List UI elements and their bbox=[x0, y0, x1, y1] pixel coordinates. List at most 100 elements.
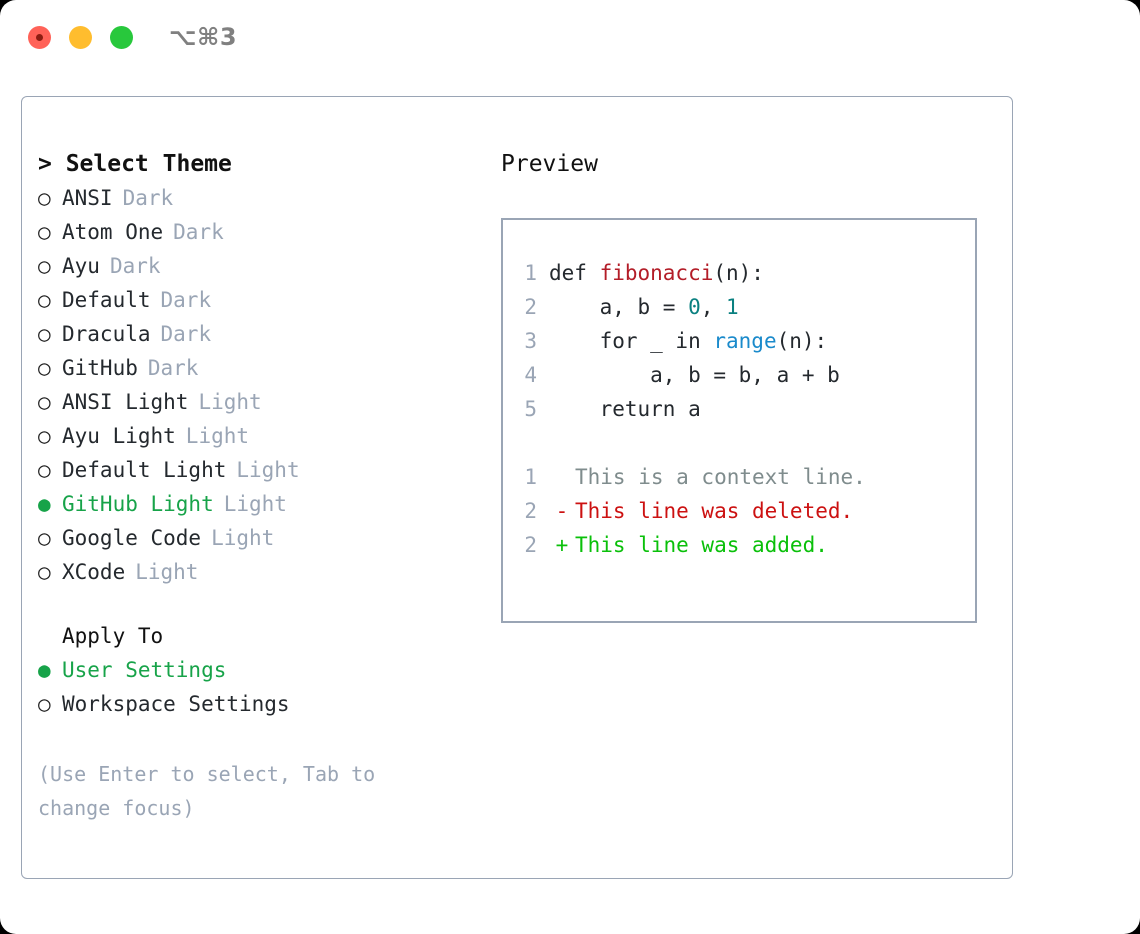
maximize-window-button[interactable] bbox=[110, 26, 133, 49]
radio-selected-icon: ● bbox=[38, 658, 51, 682]
traffic-lights bbox=[28, 26, 133, 49]
close-window-button[interactable] bbox=[28, 26, 51, 49]
radio-unselected-icon: ○ bbox=[38, 186, 51, 210]
theme-option-label: Ayu bbox=[62, 254, 100, 278]
theme-option-label: GitHub bbox=[62, 356, 138, 380]
code-diff-separator bbox=[503, 426, 975, 460]
code-token: a, b = b, a + b bbox=[549, 363, 840, 387]
theme-variant-badge: Light bbox=[198, 390, 262, 414]
diff-line-deleted: 2-This line was deleted. bbox=[503, 494, 975, 528]
radio-unselected-icon: ○ bbox=[38, 458, 51, 482]
apply-to-header-row: ○ Apply To bbox=[38, 619, 488, 653]
theme-option-label: Atom One bbox=[62, 220, 164, 244]
code-token: (n): bbox=[776, 329, 828, 353]
apply-to-option-list[interactable]: ● User Settings ○ Workspace Settings bbox=[38, 653, 488, 721]
code-token: for _ in bbox=[549, 329, 714, 353]
line-number: 4 bbox=[524, 363, 537, 387]
theme-option-atom-one[interactable]: ○ Atom One Dark bbox=[38, 215, 488, 249]
apply-to-option-user-settings[interactable]: ● User Settings bbox=[38, 653, 488, 687]
code-line-content: return a bbox=[549, 392, 701, 426]
theme-option-label: GitHub Light bbox=[62, 492, 214, 516]
theme-variant-badge: Dark bbox=[109, 254, 161, 278]
apply-to-option-workspace-settings[interactable]: ○ Workspace Settings bbox=[38, 687, 488, 721]
code-token: def bbox=[549, 261, 600, 285]
code-line: 3 for _ in range(n): bbox=[503, 324, 975, 358]
code-line-content: a, b = 0, 1 bbox=[549, 290, 739, 324]
code-line: 5 return a bbox=[503, 392, 975, 426]
theme-option-default-light[interactable]: ○ Default Light Light bbox=[38, 453, 488, 487]
radio-unselected-icon: ○ bbox=[38, 692, 51, 716]
code-token: return a bbox=[549, 397, 701, 421]
radio-unselected-icon: ○ bbox=[38, 560, 51, 584]
theme-variant-badge: Dark bbox=[147, 356, 199, 380]
apply-to-option-label: Workspace Settings bbox=[62, 692, 290, 716]
code-line: 1 def fibonacci(n): bbox=[503, 256, 975, 290]
line-number: 1 bbox=[524, 465, 537, 489]
minimize-window-button[interactable] bbox=[69, 26, 92, 49]
line-number: 2 bbox=[524, 295, 537, 319]
diff-marker bbox=[549, 460, 575, 494]
select-theme-header: > Select Theme bbox=[38, 151, 232, 177]
diff-line-text: This line was deleted. bbox=[575, 499, 854, 523]
title-bar: ⌥⌘3 bbox=[0, 0, 1140, 78]
radio-unselected-icon: ○ bbox=[38, 424, 51, 448]
theme-option-github[interactable]: ○ GitHub Dark bbox=[38, 351, 488, 385]
code-token: range bbox=[713, 329, 777, 353]
theme-variant-badge: Light bbox=[236, 458, 300, 482]
preview-header: Preview bbox=[501, 151, 598, 177]
code-line: 2 a, b = 0, 1 bbox=[503, 290, 975, 324]
code-token: a, b = bbox=[549, 295, 689, 319]
theme-variant-badge: Light bbox=[223, 492, 287, 516]
radio-unselected-icon: ○ bbox=[38, 390, 51, 414]
radio-unselected-icon: ○ bbox=[38, 322, 51, 346]
diff-sample: 1 This is a context line.2-This line was… bbox=[503, 460, 975, 562]
line-number: 1 bbox=[524, 261, 537, 285]
theme-option-github-light[interactable]: ● GitHub Light Light bbox=[38, 487, 488, 521]
theme-option-label: Ayu Light bbox=[62, 424, 176, 448]
radio-selected-icon: ● bbox=[38, 492, 51, 516]
theme-option-label: Default Light bbox=[62, 458, 227, 482]
theme-variant-badge: Dark bbox=[160, 322, 212, 346]
theme-variant-badge: Dark bbox=[122, 186, 174, 210]
code-line: 4 a, b = b, a + b bbox=[503, 358, 975, 392]
code-token: fibonacci bbox=[599, 261, 714, 285]
apply-to-option-label: User Settings bbox=[62, 658, 227, 682]
code-token: 0 bbox=[688, 295, 701, 319]
radio-unselected-icon: ○ bbox=[38, 356, 51, 380]
code-line-content: for _ in range(n): bbox=[549, 324, 828, 358]
theme-option-ayu[interactable]: ○ Ayu Dark bbox=[38, 249, 488, 283]
code-line-content: def fibonacci(n): bbox=[549, 256, 764, 290]
code-line-content: a, b = b, a + b bbox=[549, 358, 840, 392]
diff-marker: - bbox=[555, 499, 569, 523]
radio-unselected-icon: ○ bbox=[38, 254, 51, 278]
theme-variant-badge: Light bbox=[211, 526, 275, 550]
diff-line-context: 1 This is a context line. bbox=[503, 460, 975, 494]
code-token: , bbox=[700, 295, 727, 319]
keyboard-shortcut-label: ⌥⌘3 bbox=[169, 23, 238, 51]
line-number: 3 bbox=[524, 329, 537, 353]
diff-marker: + bbox=[555, 533, 569, 557]
apply-to-header-label: Apply To bbox=[62, 624, 164, 648]
theme-variant-badge: Dark bbox=[173, 220, 224, 244]
diff-line-added: 2+This line was added. bbox=[503, 528, 975, 562]
radio-unselected-icon: ○ bbox=[38, 288, 51, 312]
radio-unselected-icon: ○ bbox=[38, 220, 51, 244]
line-number: 2 bbox=[524, 533, 537, 557]
theme-variant-badge: Light bbox=[135, 560, 199, 584]
line-number: 2 bbox=[524, 499, 537, 523]
line-number: 5 bbox=[524, 397, 537, 421]
